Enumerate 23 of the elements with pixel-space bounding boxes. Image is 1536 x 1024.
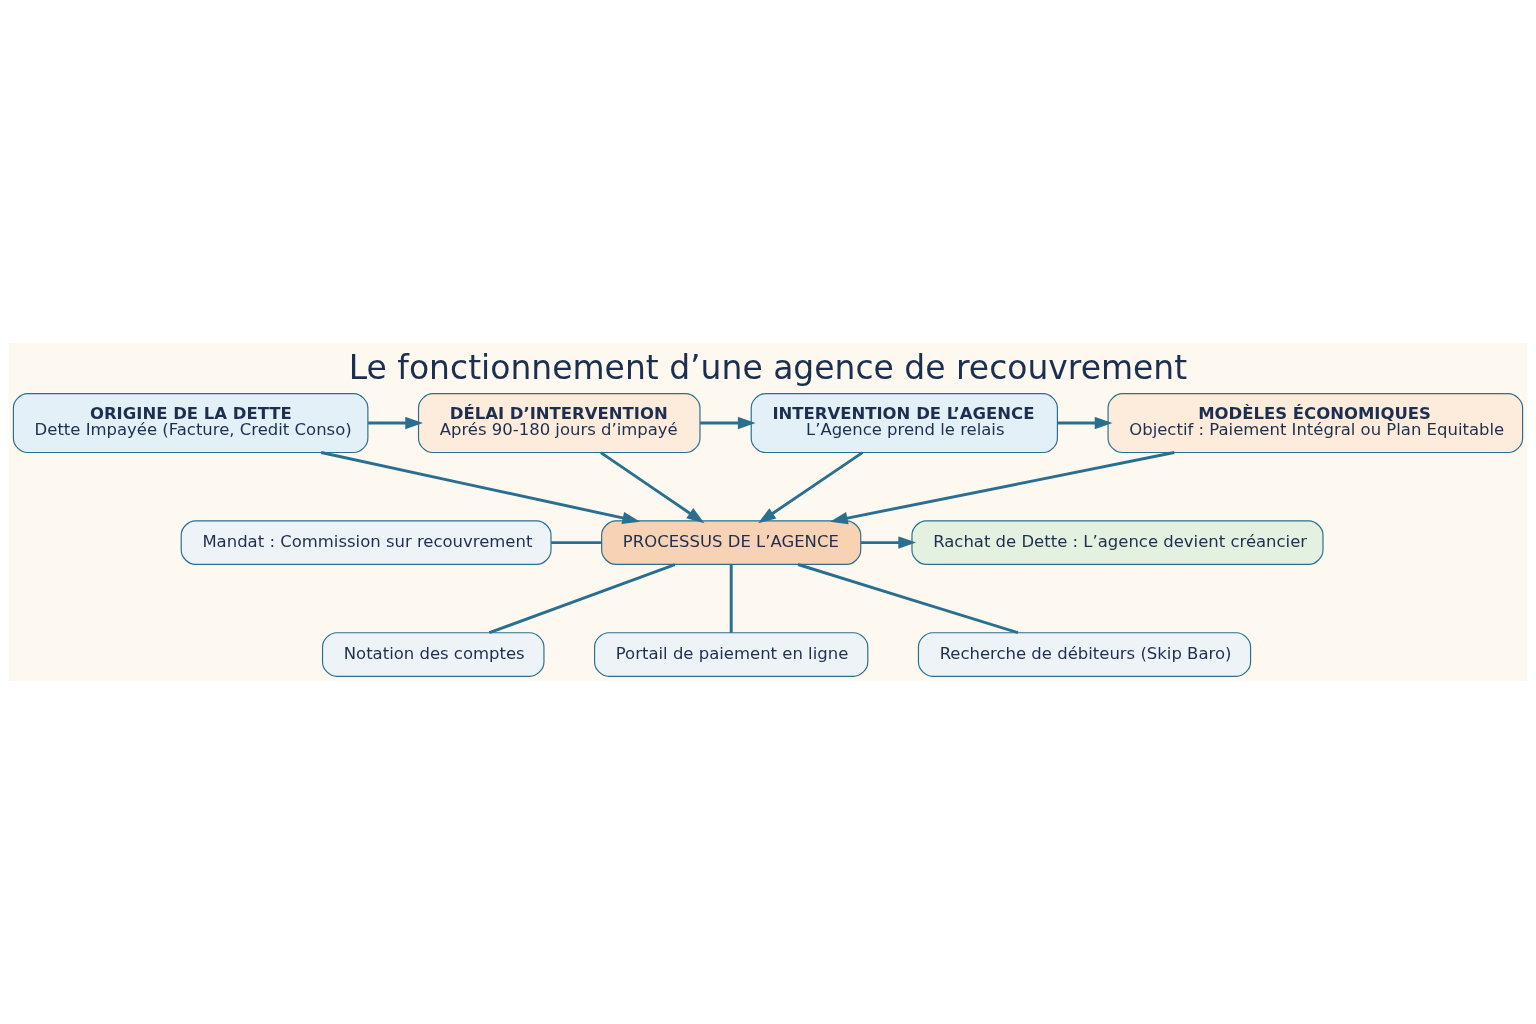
arrow — [600, 451, 705, 524]
node-box: DÉLAI D’INTERVENTION Aprés 90-180 jours d’impayé — [417, 393, 701, 454]
node-box: ORIGINE DE LA DETTE Dette Impayée (Facture, Credit Conso) — [12, 393, 369, 454]
node-box: Notation des comptes — [321, 632, 545, 677]
diagram-title: Le fonctionnement d’une agence de recouvrement — [348, 347, 1188, 387]
connector — [729, 564, 733, 633]
arrow — [830, 451, 1175, 525]
arrow — [860, 536, 916, 549]
node-box: Portail de paiement en ligne — [594, 632, 869, 677]
node-box: Rachat de Dette : L’agence devient créancier — [911, 520, 1324, 565]
connector — [551, 541, 602, 545]
connector — [797, 563, 1019, 635]
node-box: Mandat : Commission sur recouvrement — [180, 520, 552, 565]
connector — [488, 563, 676, 635]
arrow — [368, 416, 423, 430]
arrow — [1057, 416, 1113, 430]
node-box: Recherche de débiteurs (Skip Baro) — [917, 632, 1252, 677]
node-box: INTERVENTION DE L’AGENCE L’Agence prend le relais — [750, 393, 1058, 454]
arrow — [758, 451, 864, 524]
arrow — [700, 416, 756, 430]
node-box: PROCESSUS DE L’AGENCE — [601, 520, 862, 565]
node-box: MODÈLES ÉCONOMIQUES Objectif : Paiement Intégral ou Plan Equitable — [1107, 393, 1524, 454]
arrow — [320, 451, 641, 524]
